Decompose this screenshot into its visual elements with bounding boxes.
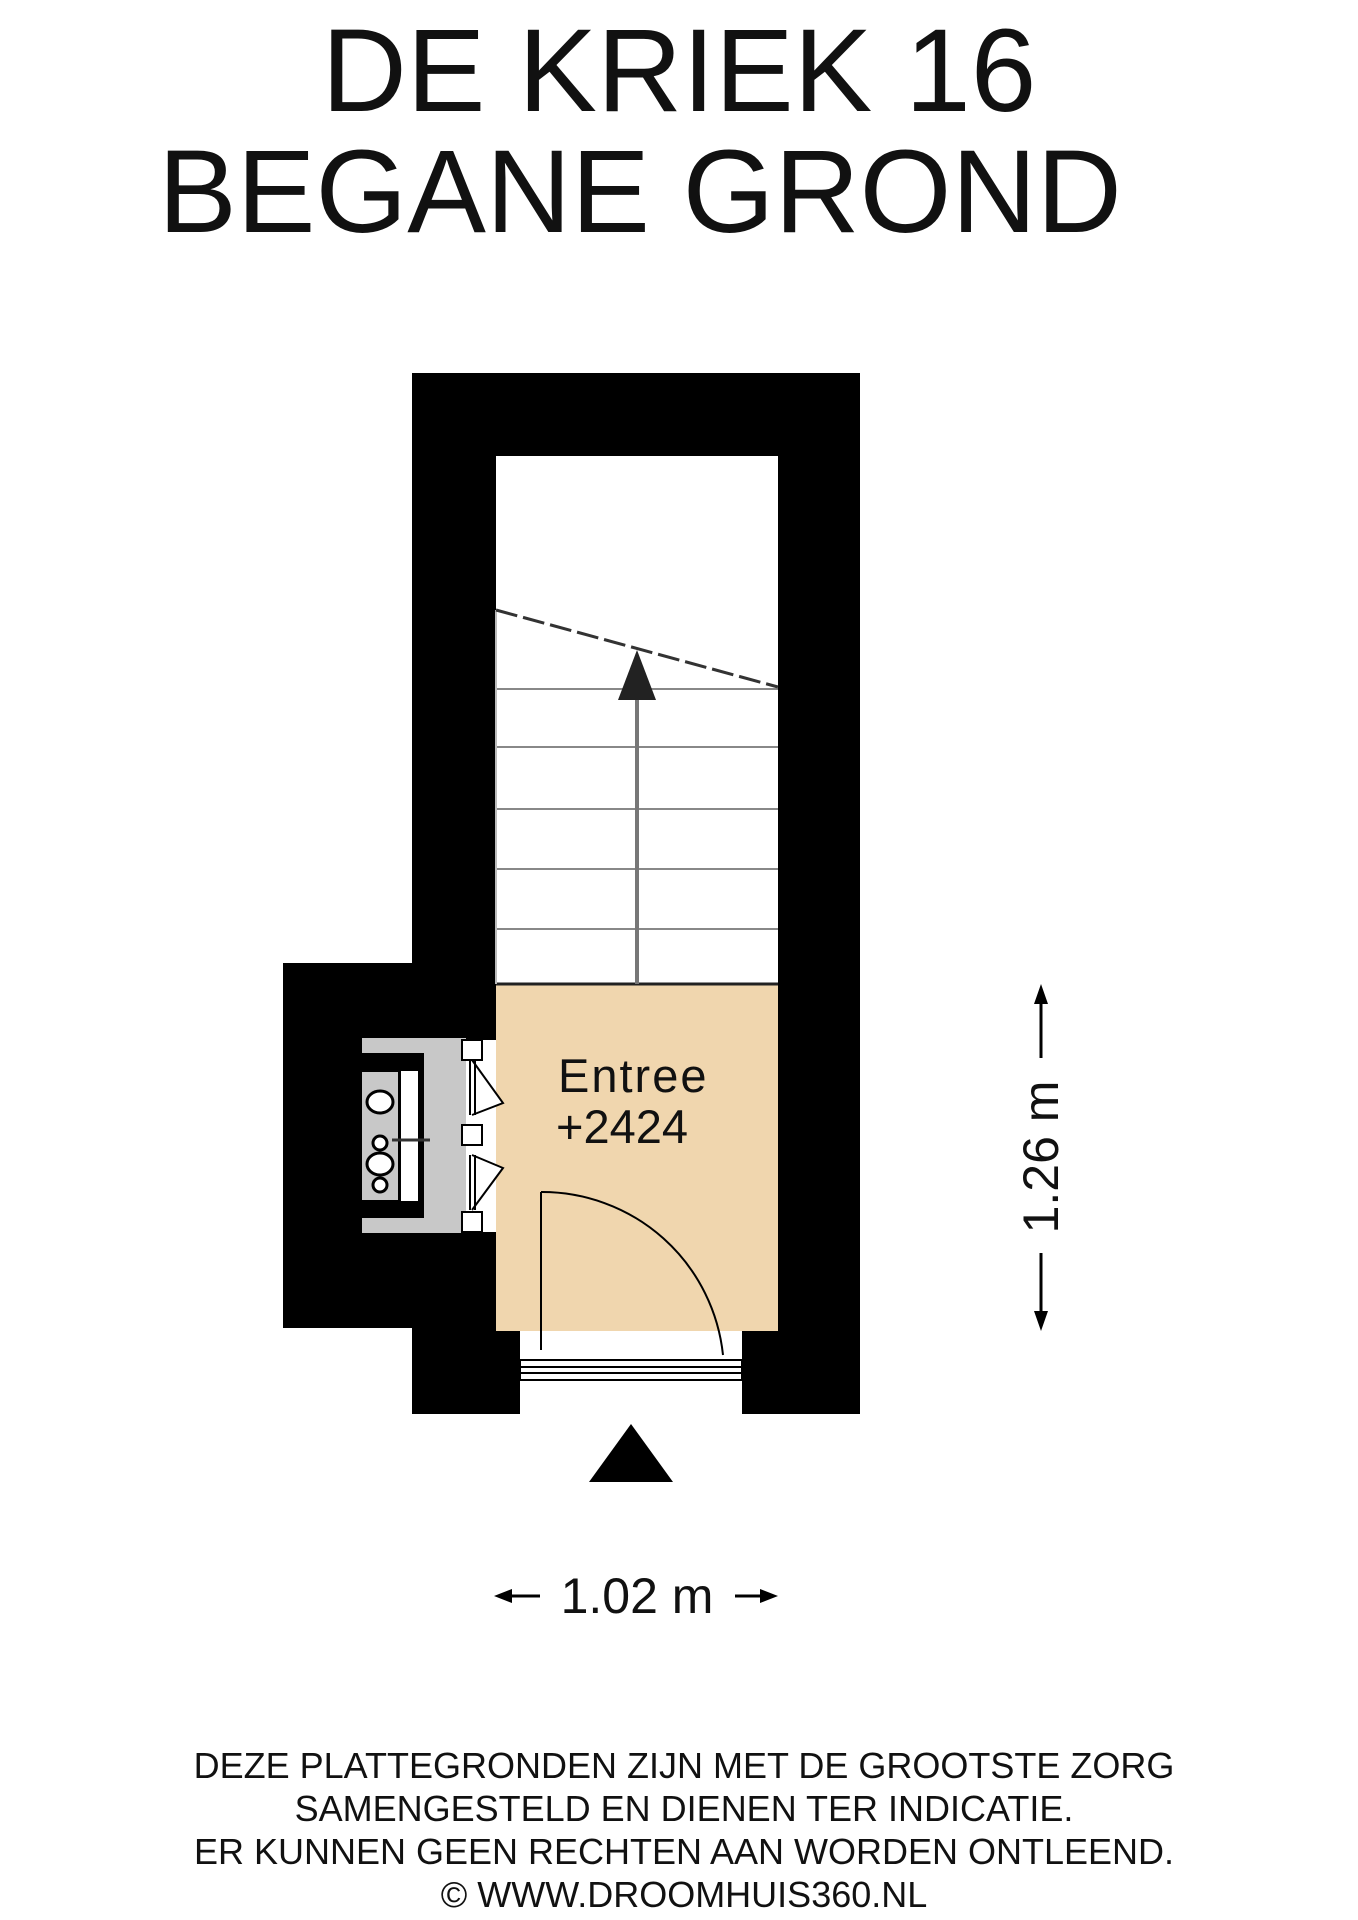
floor-name: BEGANE GROND xyxy=(158,126,1122,258)
arrow-down-icon xyxy=(1034,1311,1048,1331)
plan-title: DE KRIEK 16 xyxy=(322,5,1037,137)
disclaimer: DEZE PLATTEGRONDEN ZIJN MET DE GROOTSTE … xyxy=(194,1745,1175,1915)
room-entree xyxy=(496,984,778,1331)
entrance-marker-icon xyxy=(589,1424,673,1482)
arrow-up-icon xyxy=(1034,984,1048,1004)
electricity-meter-icon xyxy=(365,1151,395,1177)
room-name: Entree xyxy=(558,1049,708,1102)
room-level: +2424 xyxy=(556,1100,688,1153)
disclaimer-line: ER KUNNEN GEEN RECHTEN AAN WORDEN ONTLEE… xyxy=(194,1831,1174,1872)
width-label: 1.02 m xyxy=(561,1568,714,1624)
disclaimer-line: DEZE PLATTEGRONDEN ZIJN MET DE GROOTSTE … xyxy=(194,1745,1175,1786)
arrow-right-icon xyxy=(760,1589,778,1603)
depth-dimension: 1.26 m xyxy=(1013,984,1069,1331)
water-meter-icon xyxy=(365,1089,395,1115)
meter-cabinet xyxy=(362,1038,505,1233)
arrow-left-icon xyxy=(494,1589,512,1603)
depth-label: 1.26 m xyxy=(1013,1081,1069,1234)
copyright-link: © WWW.DROOMHUIS360.NL xyxy=(441,1874,928,1915)
stair-direction-arrow-icon xyxy=(618,650,656,700)
entrance-door[interactable] xyxy=(519,1190,743,1381)
width-dimension: 1.02 m xyxy=(494,1568,778,1624)
disclaimer-line: SAMENGESTELD EN DIENEN TER INDICATIE. xyxy=(295,1788,1074,1829)
